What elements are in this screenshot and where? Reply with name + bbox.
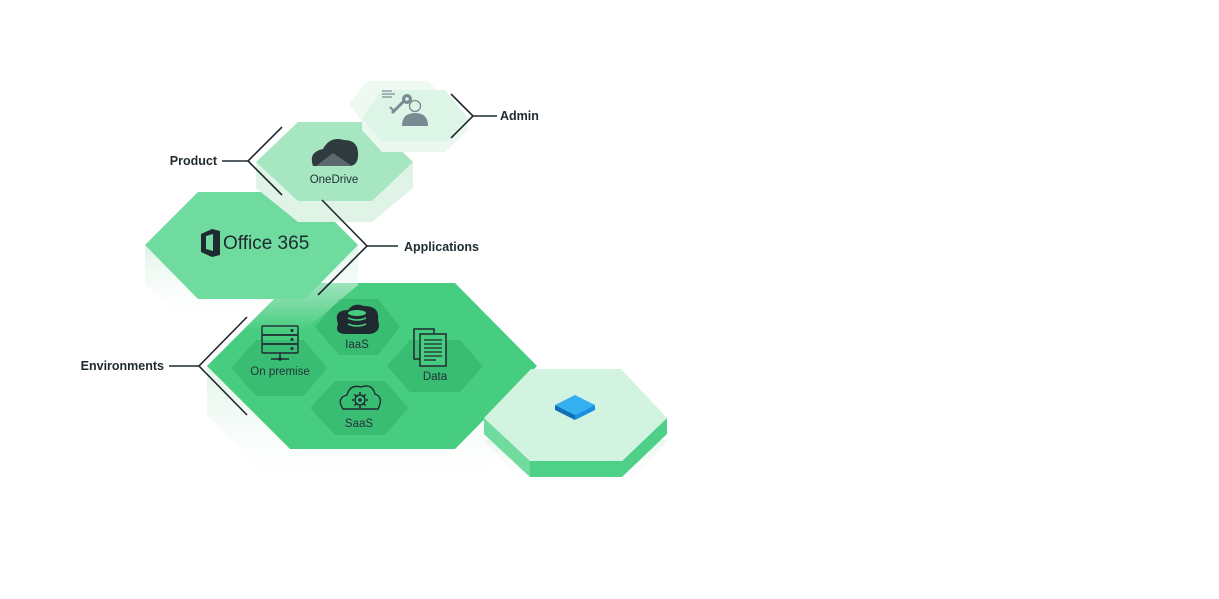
on-premise-node: On premise: [231, 325, 327, 396]
blue-tile-icon: [555, 395, 595, 420]
detached-hex-side-light: [484, 418, 530, 477]
onedrive-label: OneDrive: [310, 174, 359, 186]
admin-callout: Admin: [450, 93, 539, 139]
environments-callout: Environments: [81, 316, 248, 416]
saas-node: SaaS: [310, 381, 408, 435]
product-label: Product: [170, 154, 218, 168]
applications-callout: Applications: [317, 199, 479, 296]
product-callout: Product: [170, 126, 283, 196]
admin-label: Admin: [500, 109, 539, 123]
key-user-icon: [382, 90, 428, 126]
applications-label: Applications: [404, 240, 479, 254]
saas-hex: [310, 381, 408, 435]
office-logo-icon: [201, 229, 220, 257]
on-premise-hex: [231, 340, 327, 396]
iaas-node: IaaS: [315, 299, 400, 355]
gear-cloud-icon: [339, 385, 382, 410]
documents-icon: [413, 328, 447, 367]
admin-hex: [349, 81, 468, 152]
iaas-label: IaaS: [345, 339, 369, 351]
saas-label: SaaS: [345, 418, 373, 430]
server-rack-icon: [261, 325, 299, 361]
environments-label: Environments: [81, 359, 164, 373]
cloud-icon: [311, 139, 359, 166]
database-cloud-icon: [336, 304, 379, 334]
data-label: Data: [423, 371, 448, 383]
data-node: Data: [387, 328, 483, 392]
detached-hex: [484, 369, 668, 492]
office365-label: Office 365: [223, 233, 309, 254]
on-premise-label: On premise: [250, 366, 309, 378]
